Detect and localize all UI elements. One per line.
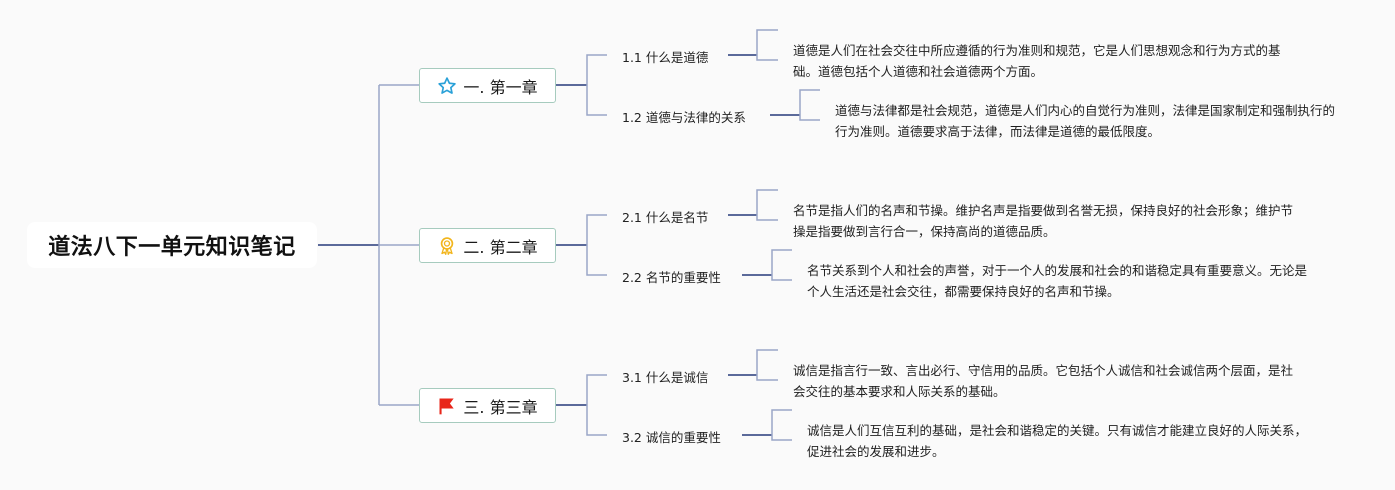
chapter-2-topic[interactable]: 二. 第二章	[419, 228, 556, 263]
chapter-3-label: 三. 第三章	[463, 397, 538, 417]
flag-icon	[437, 396, 457, 416]
chapter-1-label: 一. 第一章	[463, 77, 538, 97]
section-1-1[interactable]: 1.1 什么是道德	[622, 47, 708, 66]
section-3-1[interactable]: 3.1 什么是诚信	[622, 367, 708, 386]
leaf-2-1-text: 名节是指人们的名声和节操。维护名声是指要做到名誉无损，保持良好的社会形象；维护节…	[793, 203, 1294, 239]
leaf-3-1-text: 诚信是指言行一致、言出必行、守信用的品质。它包括个人诚信和社会诚信两个层面，是社…	[793, 363, 1294, 399]
section-1-1-bracket	[756, 29, 778, 61]
leaf-1-1[interactable]: 道德是人们在社会交往中所应遵循的行为准则和规范，它是人们思想观念和行为方式的基础…	[793, 40, 1293, 82]
section-2-1[interactable]: 2.1 什么是名节	[622, 207, 708, 226]
chapter-3-topic[interactable]: 三. 第三章	[419, 388, 556, 423]
root-topic[interactable]: 道法八下一单元知识笔记	[27, 222, 317, 268]
section-1-2-label: 1.2 道德与法律的关系	[622, 110, 746, 125]
chapter-1-bracket	[586, 54, 607, 116]
section-3-2[interactable]: 3.2 诚信的重要性	[622, 427, 721, 446]
leaf-1-1-text: 道德是人们在社会交往中所应遵循的行为准则和规范，它是人们思想观念和行为方式的基础…	[793, 43, 1281, 79]
leaf-1-2-text: 道德与法律都是社会规范，道德是人们内心的自觉行为准则，法律是国家制定和强制执行的…	[835, 103, 1336, 139]
section-3-1-bracket	[756, 349, 778, 381]
leaf-3-1[interactable]: 诚信是指言行一致、言出必行、守信用的品质。它包括个人诚信和社会诚信两个层面，是社…	[793, 360, 1293, 402]
star-icon	[437, 76, 457, 96]
section-3-2-bracket	[771, 409, 792, 441]
chapter-2-bracket	[586, 214, 607, 276]
section-1-1-label: 1.1 什么是道德	[622, 50, 709, 65]
section-2-2[interactable]: 2.2 名节的重要性	[622, 267, 721, 286]
section-2-1-label: 2.1 什么是名节	[622, 210, 709, 225]
chapter-1-topic[interactable]: 一. 第一章	[419, 68, 556, 103]
chapter-3-bracket	[586, 374, 607, 436]
leaf-2-2[interactable]: 名节关系到个人和社会的声誉，对于一个人的发展和社会的和谐稳定具有重要意义。无论是…	[807, 260, 1307, 302]
section-1-2-bracket	[799, 89, 820, 121]
section-2-2-bracket	[771, 249, 792, 281]
root-title: 道法八下一单元知识笔记	[48, 235, 296, 260]
medal-icon	[437, 236, 457, 256]
section-2-2-label: 2.2 名节的重要性	[622, 270, 721, 285]
leaf-3-2[interactable]: 诚信是人们互信互利的基础，是社会和谐稳定的关键。只有诚信才能建立良好的人际关系，…	[807, 420, 1307, 462]
leaf-1-2[interactable]: 道德与法律都是社会规范，道德是人们内心的自觉行为准则，法律是国家制定和强制执行的…	[835, 100, 1335, 142]
section-1-2[interactable]: 1.2 道德与法律的关系	[622, 107, 746, 126]
leaf-3-2-text: 诚信是人们互信互利的基础，是社会和谐稳定的关键。只有诚信才能建立良好的人际关系，…	[807, 423, 1308, 459]
section-3-1-label: 3.1 什么是诚信	[622, 370, 709, 385]
section-2-1-bracket	[756, 189, 778, 221]
section-3-2-label: 3.2 诚信的重要性	[622, 430, 721, 445]
leaf-2-2-text: 名节关系到个人和社会的声誉，对于一个人的发展和社会的和谐稳定具有重要意义。无论是…	[807, 263, 1308, 299]
chapter-2-label: 二. 第二章	[463, 237, 538, 257]
leaf-2-1[interactable]: 名节是指人们的名声和节操。维护名声是指要做到名誉无损，保持良好的社会形象；维护节…	[793, 200, 1293, 242]
